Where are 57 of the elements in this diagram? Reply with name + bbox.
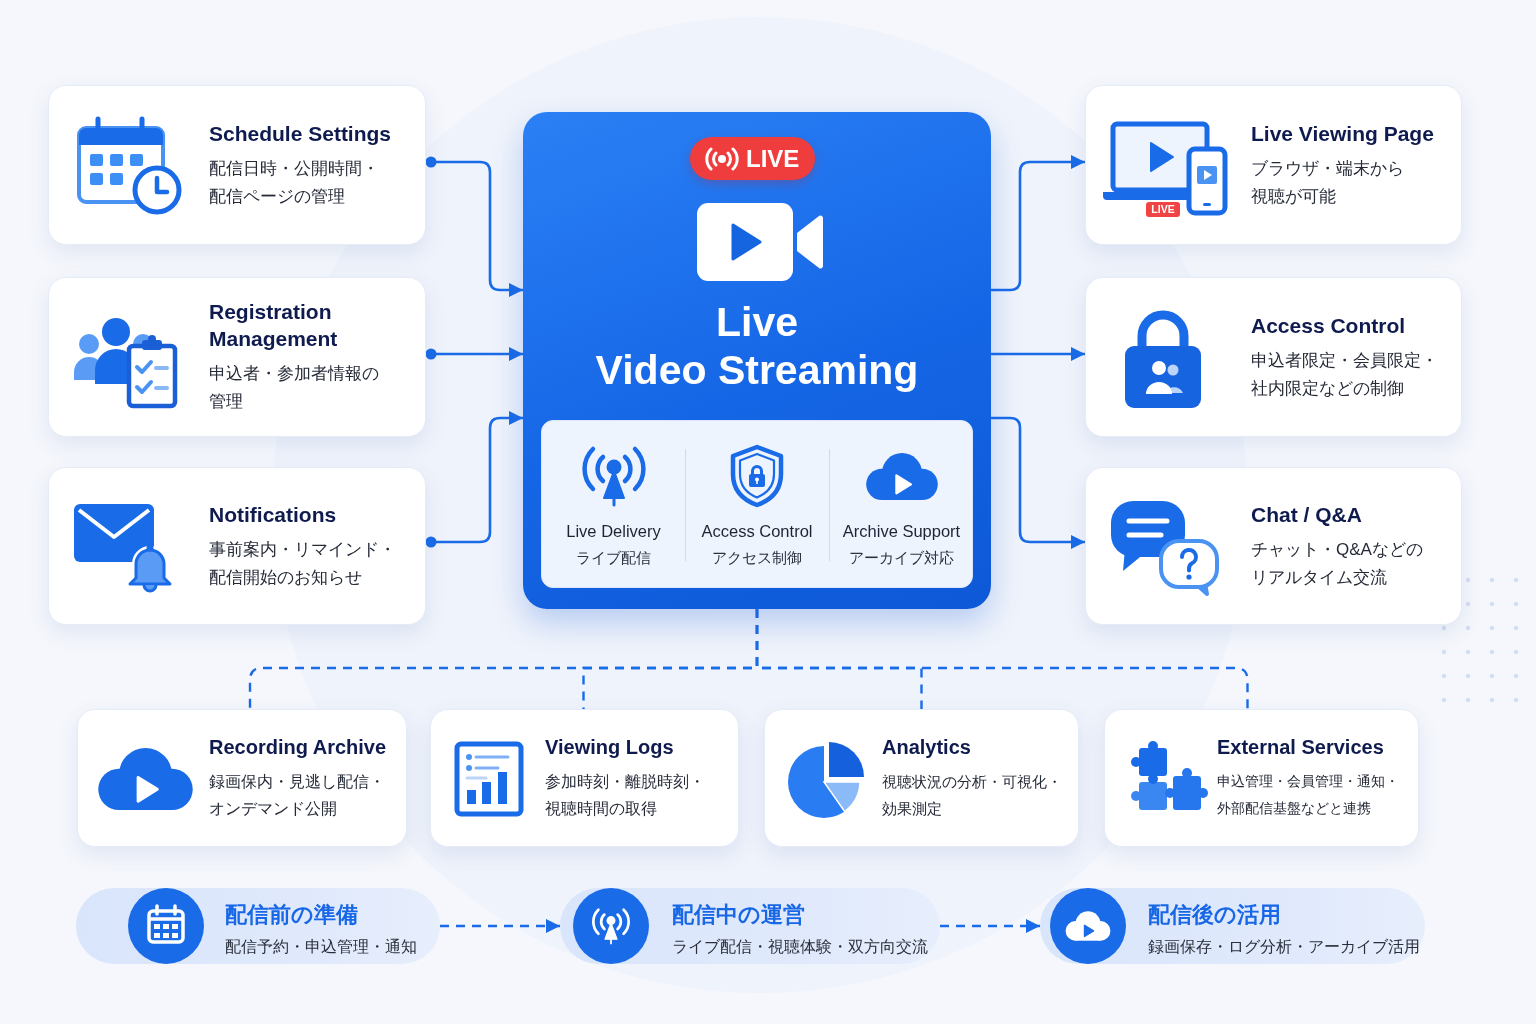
card-text: 録画保内・見逃し配信・オンデマンド公開 bbox=[209, 771, 386, 819]
feature-panel bbox=[541, 420, 973, 588]
live-badge bbox=[690, 137, 815, 180]
phase-text: 録画保存・ログ分析・アーカイブ活用 bbox=[1148, 937, 1420, 957]
card-text: 参加時刻・離脱時刻・視聴時間の取得 bbox=[545, 771, 706, 819]
phase-title: 配信前の準備 bbox=[225, 901, 358, 929]
feature-name: Archive Support bbox=[842, 521, 961, 542]
card-title: Chat / Q&A bbox=[1251, 501, 1362, 528]
live-label: LIVE bbox=[746, 144, 800, 174]
card-title: Registration Management bbox=[209, 299, 339, 352]
card-text: 申込管理・会員管理・通知・外部配信基盤などと連携 bbox=[1217, 772, 1400, 818]
hub-panel bbox=[523, 112, 991, 609]
feature-card bbox=[764, 709, 1079, 847]
phase-title: 配信中の運営 bbox=[672, 901, 805, 929]
phase-text: ライブ配信・視聴体験・双方向交流 bbox=[672, 937, 928, 957]
connector-arrow bbox=[991, 347, 1085, 361]
phase-title: 配信後の活用 bbox=[1148, 901, 1281, 929]
feature-card bbox=[1085, 85, 1462, 245]
feature-text: アクセス制御 bbox=[712, 548, 802, 568]
phase-text: 配信予約・申込管理・通知 bbox=[225, 937, 417, 957]
card-title: Notifications bbox=[209, 501, 337, 528]
connector-arrow bbox=[991, 155, 1085, 292]
feature-card bbox=[48, 277, 426, 437]
connector-arrow bbox=[425, 156, 523, 297]
card-text: チャット・Q&Aなどのリアルタイム交流 bbox=[1251, 538, 1424, 589]
feature-card bbox=[1085, 467, 1462, 625]
feature-card bbox=[48, 467, 426, 625]
card-text: 申込者・参加者情報の管理 bbox=[209, 363, 380, 413]
card-title: Live Viewing Page bbox=[1251, 120, 1434, 147]
hub-title: Live Video Streaming bbox=[595, 298, 919, 394]
card-text: 視聴状況の分析・可視化・効果測定 bbox=[882, 772, 1063, 819]
dashed-arrow bbox=[440, 919, 560, 933]
feature-name: Live Delivery bbox=[566, 521, 661, 542]
card-text: 事前案内・リマインド・配信開始のお知らせ bbox=[209, 538, 397, 589]
connector-arrow bbox=[991, 416, 1085, 549]
connector-arrow bbox=[425, 411, 523, 548]
card-title: Viewing Logs bbox=[545, 735, 674, 760]
card-title: External Services bbox=[1217, 735, 1384, 760]
card-title: Recording Archive bbox=[209, 735, 387, 760]
card-text: ブラウザ・端末から視聴が可能 bbox=[1251, 157, 1405, 208]
card-title: Schedule Settings bbox=[209, 120, 392, 147]
feature-text: ライブ配信 bbox=[576, 548, 651, 568]
feature-card bbox=[1104, 709, 1419, 847]
card-text: 配信日時・公開時間・配信ページの管理 bbox=[209, 157, 380, 208]
card-text: 申込者限定・会員限定・社内限定などの制御 bbox=[1251, 349, 1439, 400]
feature-card bbox=[430, 709, 739, 847]
connector-arrow bbox=[425, 347, 523, 361]
feature-card bbox=[1085, 277, 1462, 437]
feature-name: Access Control bbox=[701, 521, 813, 542]
card-title: Analytics bbox=[882, 735, 971, 760]
feature-card bbox=[77, 709, 407, 847]
live-badge: LIVE bbox=[1146, 202, 1180, 217]
feature-text: アーカイブ対応 bbox=[849, 548, 954, 568]
dashed-line bbox=[755, 609, 1249, 709]
feature-card bbox=[48, 85, 426, 245]
card-title: Access Control bbox=[1251, 312, 1406, 339]
dashed-arrow bbox=[940, 919, 1040, 933]
